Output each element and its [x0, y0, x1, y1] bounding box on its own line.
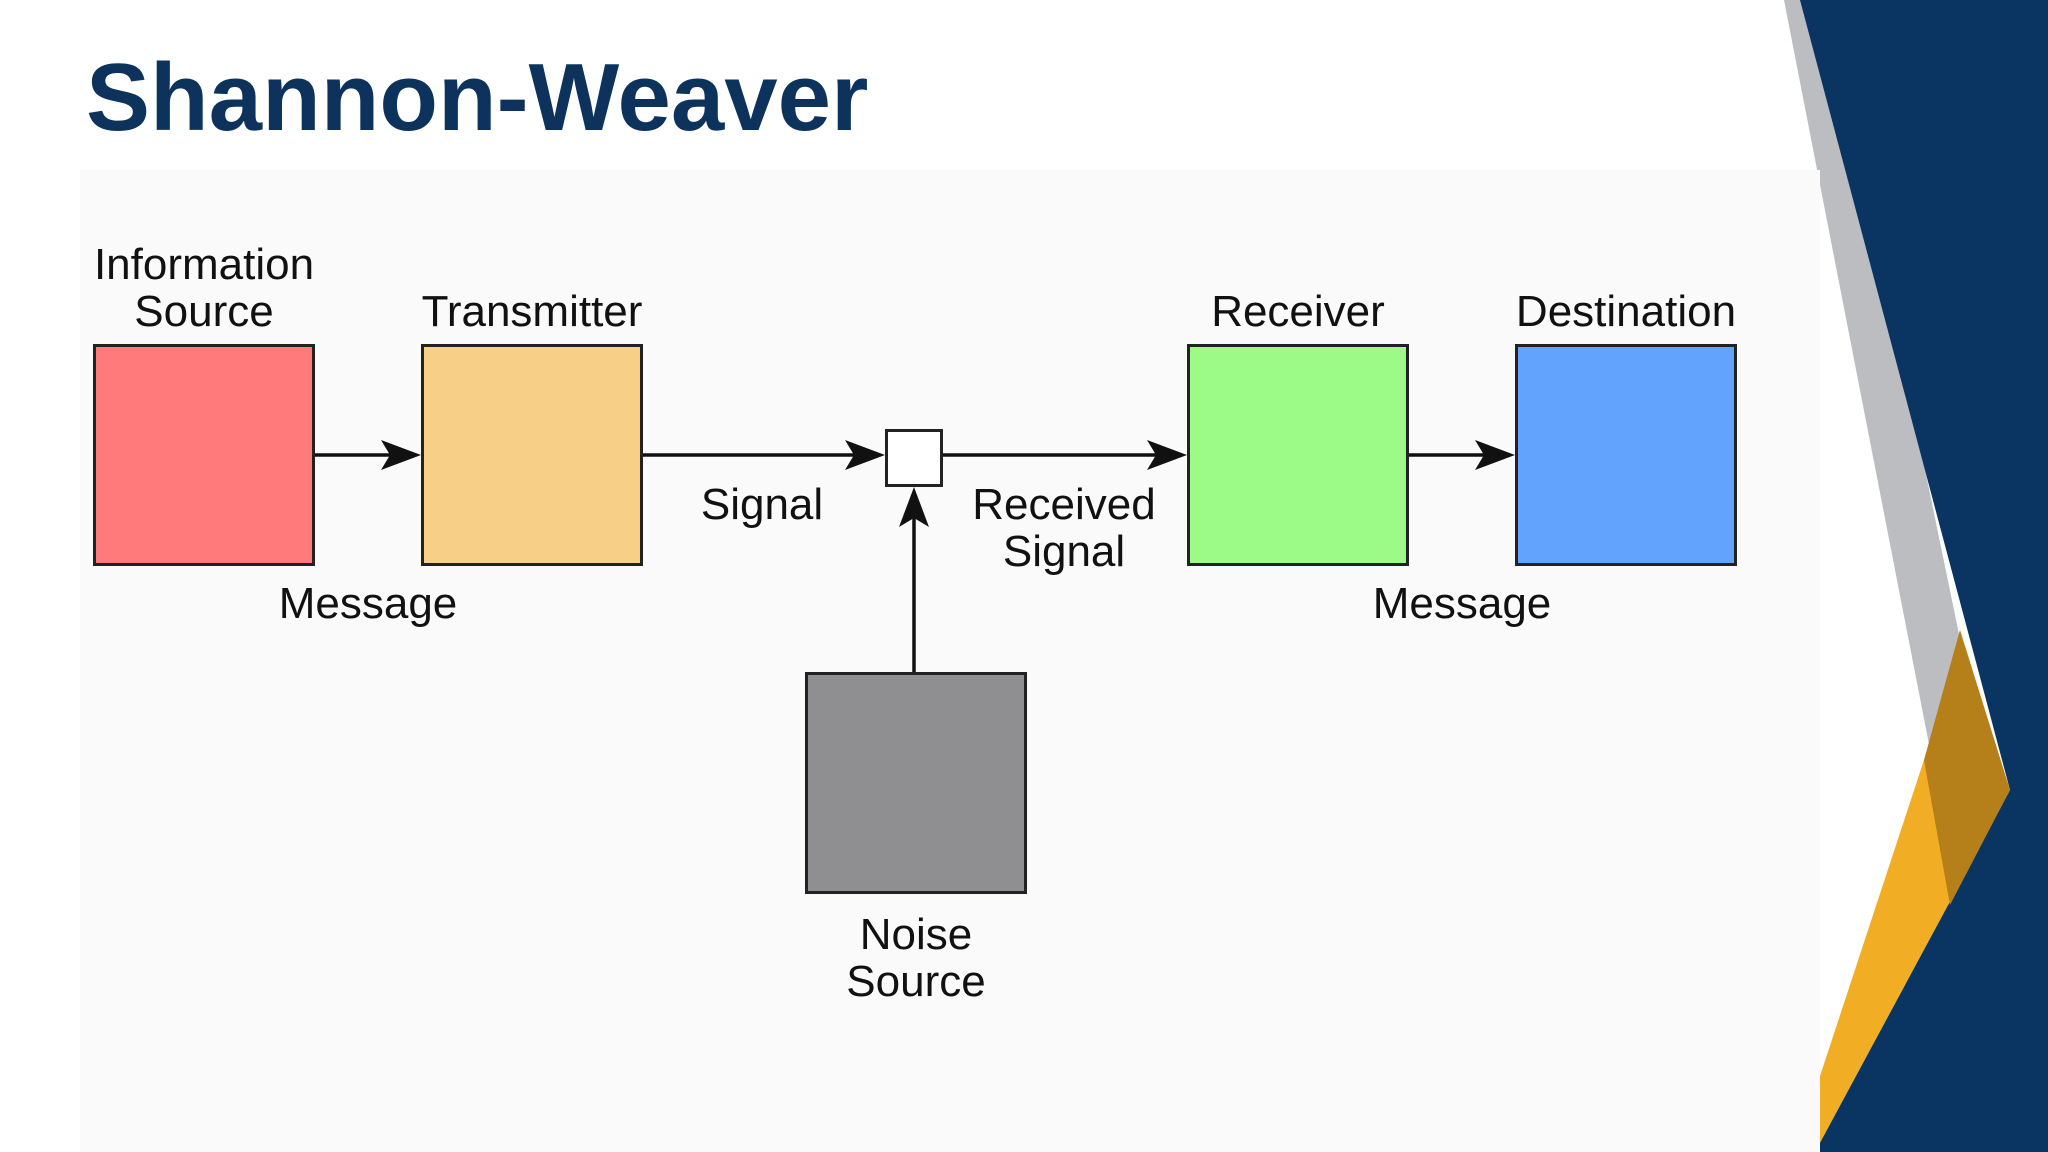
arrowhead-destination: [1475, 440, 1515, 470]
information-source-label-line1: Information: [93, 240, 315, 289]
signal-label: Signal: [700, 480, 824, 529]
chevron-navy-shape: [1800, 0, 2048, 1152]
arrowhead-junction: [845, 440, 885, 470]
arrowhead-receiver: [1147, 440, 1187, 470]
chevron-gold-dark-shape: [1924, 630, 2010, 905]
received-signal-label-line2: Signal: [1002, 527, 1126, 576]
transmitter-box: [421, 344, 643, 566]
noise-source-label: Noise Source: [816, 911, 1016, 1005]
message-right-label: Message: [1372, 579, 1552, 628]
received-signal-label: Received Signal: [954, 481, 1174, 575]
transmitter-label: Transmitter: [421, 287, 643, 336]
information-source-label: Information Source: [68, 241, 340, 335]
slide-title: Shannon-Weaver: [86, 44, 869, 151]
receiver-box: [1187, 344, 1409, 566]
received-signal-label-line1: Received: [972, 480, 1156, 529]
arrowhead-transmitter: [381, 440, 421, 470]
information-source-label-line2: Source: [134, 287, 274, 336]
diagram-background: [80, 170, 1820, 1152]
noise-source-label-line2: Source: [846, 957, 986, 1006]
destination-box: [1515, 344, 1737, 566]
chevron-gray-shape: [1784, 0, 1985, 770]
information-source-box: [93, 344, 315, 566]
message-left-label: Message: [278, 579, 458, 628]
destination-label: Destination: [1515, 287, 1737, 336]
noise-source-box: [805, 672, 1027, 894]
noise-source-label-line1: Noise: [859, 910, 973, 959]
arrowhead-noise-up: [899, 487, 929, 527]
channel-junction-box: [885, 429, 943, 487]
receiver-label: Receiver: [1211, 287, 1385, 336]
